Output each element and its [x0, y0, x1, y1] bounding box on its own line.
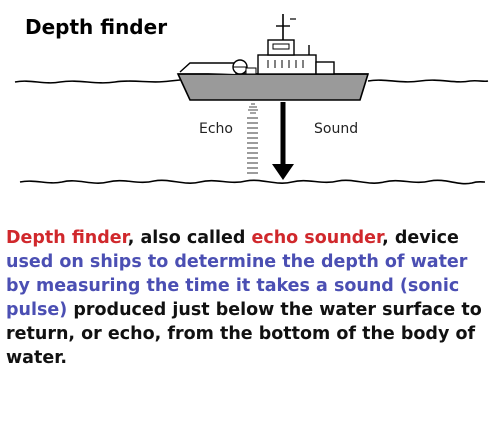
water-surface-line	[14, 79, 489, 84]
ship-sonar-diagram	[14, 14, 489, 185]
sea-bottom-line	[19, 179, 486, 185]
ship-hull	[176, 73, 370, 101]
aft-structure	[315, 61, 335, 75]
bridge-window	[272, 43, 290, 50]
desc-part-2: , also called	[127, 228, 252, 248]
desc-part-4: , device	[382, 228, 459, 248]
echo-wave-stripes	[247, 117, 258, 174]
sound-arrow-head	[272, 164, 294, 180]
deck-equipment	[245, 67, 257, 75]
description-text: Depth finder, also called echo sounder, …	[6, 226, 496, 370]
cabin-windows	[267, 60, 304, 68]
term-depth-finder: Depth finder	[6, 228, 128, 248]
desc-part-6: produced just below the water surface to…	[6, 300, 482, 368]
desc-highlight: used on ships to determine the depth of …	[6, 252, 468, 320]
diagram-title: Depth finder	[25, 15, 168, 39]
bow-deck	[179, 62, 237, 74]
term-echo-sounder: echo sounder	[251, 228, 383, 248]
ship-cabin	[257, 54, 317, 75]
echo-label: Echo	[199, 121, 233, 137]
sound-label: Sound	[314, 121, 359, 137]
echo-arrow-head	[248, 103, 258, 114]
